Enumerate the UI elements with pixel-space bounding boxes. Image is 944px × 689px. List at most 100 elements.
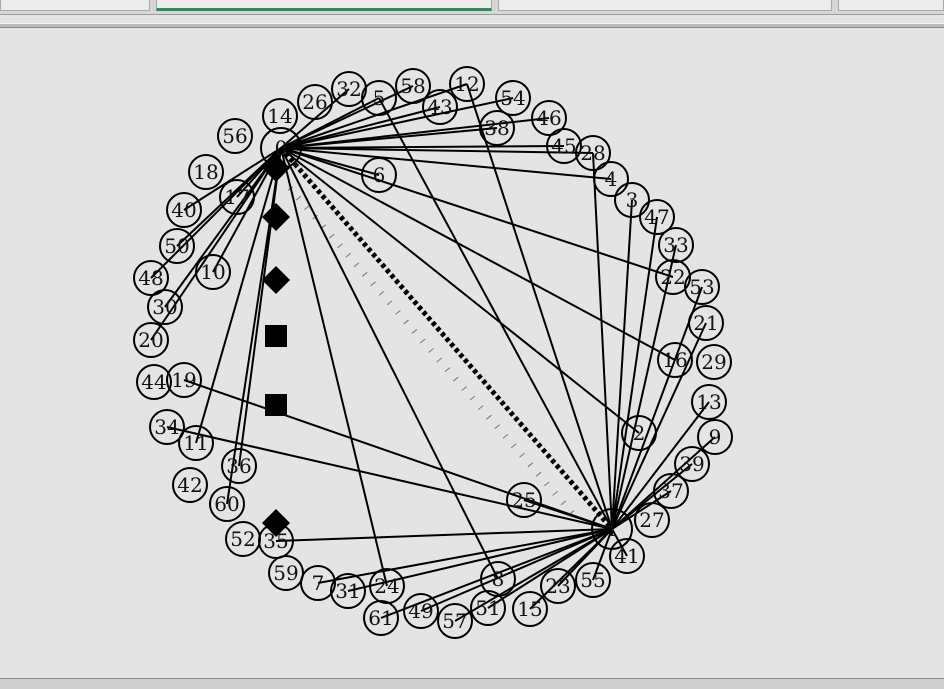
- node-12[interactable]: 12: [449, 66, 485, 102]
- node-38[interactable]: 38: [479, 110, 515, 146]
- node-20[interactable]: 20: [133, 322, 169, 358]
- node-29[interactable]: 29: [696, 344, 732, 380]
- node-circle: [657, 342, 693, 378]
- node-6[interactable]: 6: [361, 157, 397, 193]
- node-5[interactable]: 5: [361, 80, 397, 116]
- node-57[interactable]: 57: [437, 603, 473, 639]
- edge-tick: [486, 414, 492, 420]
- edge-tick: [386, 300, 393, 306]
- edge-tick: [510, 443, 517, 449]
- node-circle: [225, 521, 261, 557]
- edge-tick: [453, 376, 459, 382]
- node-14[interactable]: 14: [262, 98, 298, 134]
- tab-1[interactable]: [0, 0, 150, 11]
- node-circle: [684, 269, 720, 305]
- edge-1-57: [454, 528, 613, 622]
- node-59[interactable]: 59: [268, 555, 304, 591]
- node-label: 58: [400, 74, 425, 98]
- node-30[interactable]: 30: [147, 289, 183, 325]
- node-13[interactable]: 13: [691, 384, 727, 420]
- node-label: 2: [633, 421, 646, 445]
- edge-0-46: [280, 117, 550, 149]
- node-37[interactable]: 37: [653, 473, 689, 509]
- node-label: 24: [374, 574, 399, 598]
- node-52[interactable]: 52: [225, 521, 261, 557]
- node-31[interactable]: 31: [330, 573, 366, 609]
- node-17[interactable]: 17: [219, 179, 255, 215]
- node-51[interactable]: 51: [470, 590, 506, 626]
- node-16[interactable]: 16: [657, 342, 693, 378]
- node-36[interactable]: 36: [221, 448, 257, 484]
- node-61[interactable]: 61: [363, 600, 399, 636]
- edge-tick: [527, 462, 534, 468]
- node-8[interactable]: 8: [480, 561, 516, 597]
- node-10[interactable]: 10: [195, 254, 231, 290]
- node-43[interactable]: 43: [422, 89, 458, 125]
- node-0[interactable]: 0: [260, 127, 302, 169]
- node-circle: [639, 199, 675, 235]
- node-50[interactable]: 50: [159, 228, 195, 264]
- node-27[interactable]: 27: [634, 502, 670, 538]
- node-23[interactable]: 23: [540, 568, 576, 604]
- node-26[interactable]: 26: [297, 84, 333, 120]
- node-22[interactable]: 22: [655, 259, 691, 295]
- node-circle: [395, 68, 431, 104]
- node-11[interactable]: 11: [178, 425, 214, 461]
- node-label: 39: [679, 452, 704, 476]
- edge-tick: [444, 367, 451, 372]
- node-label: 14: [267, 104, 292, 128]
- node-18[interactable]: 18: [188, 154, 224, 190]
- node-circle: [262, 98, 298, 134]
- node-circle: [188, 154, 224, 190]
- node-24[interactable]: 24: [369, 568, 405, 604]
- node-circle: [219, 179, 255, 215]
- node-53[interactable]: 53: [684, 269, 720, 305]
- node-7[interactable]: 7: [300, 565, 336, 601]
- tab-3[interactable]: [498, 0, 832, 11]
- node-54[interactable]: 54: [495, 80, 531, 116]
- node-label: 19: [171, 368, 196, 392]
- node-48[interactable]: 48: [133, 260, 169, 296]
- node-2[interactable]: 2: [621, 415, 657, 451]
- node-34[interactable]: 34: [149, 409, 185, 445]
- toolbar-separator: [0, 23, 944, 28]
- node-56[interactable]: 56: [217, 118, 253, 154]
- node-41[interactable]: 41: [609, 538, 645, 574]
- node-label: 33: [663, 233, 688, 257]
- node-35[interactable]: 35: [258, 523, 294, 559]
- node-47[interactable]: 47: [639, 199, 675, 235]
- node-circle: [495, 80, 531, 116]
- edge-1-3: [611, 199, 633, 530]
- node-45[interactable]: 45: [546, 128, 582, 164]
- node-circle: [361, 157, 397, 193]
- node-circle: [546, 128, 582, 164]
- node-39[interactable]: 39: [674, 446, 710, 482]
- edge-tick: [345, 252, 352, 258]
- node-21[interactable]: 21: [688, 305, 724, 341]
- node-33[interactable]: 33: [658, 227, 694, 263]
- node-58[interactable]: 58: [395, 68, 431, 104]
- node-25[interactable]: 25: [506, 482, 542, 518]
- node-4[interactable]: 4: [593, 161, 629, 197]
- edge-0-20: [150, 147, 282, 341]
- node-3[interactable]: 3: [614, 182, 650, 218]
- node-label: 6: [373, 163, 386, 187]
- edge-tick: [552, 490, 558, 496]
- node-label: 32: [336, 77, 361, 101]
- node-15[interactable]: 15: [512, 591, 548, 627]
- node-circle: [479, 110, 515, 146]
- node-19[interactable]: 19: [166, 362, 202, 398]
- edge-tick: [461, 386, 467, 391]
- node-55[interactable]: 55: [575, 562, 611, 598]
- node-28[interactable]: 28: [575, 135, 611, 171]
- node-32[interactable]: 32: [331, 71, 367, 107]
- node-60[interactable]: 60: [209, 486, 245, 522]
- node-49[interactable]: 49: [403, 593, 439, 629]
- node-9[interactable]: 9: [697, 419, 733, 455]
- node-46[interactable]: 46: [531, 100, 567, 136]
- node-44[interactable]: 44: [136, 364, 172, 400]
- node-42[interactable]: 42: [172, 467, 208, 503]
- tab-2[interactable]: [156, 0, 492, 11]
- node-40[interactable]: 40: [166, 192, 202, 228]
